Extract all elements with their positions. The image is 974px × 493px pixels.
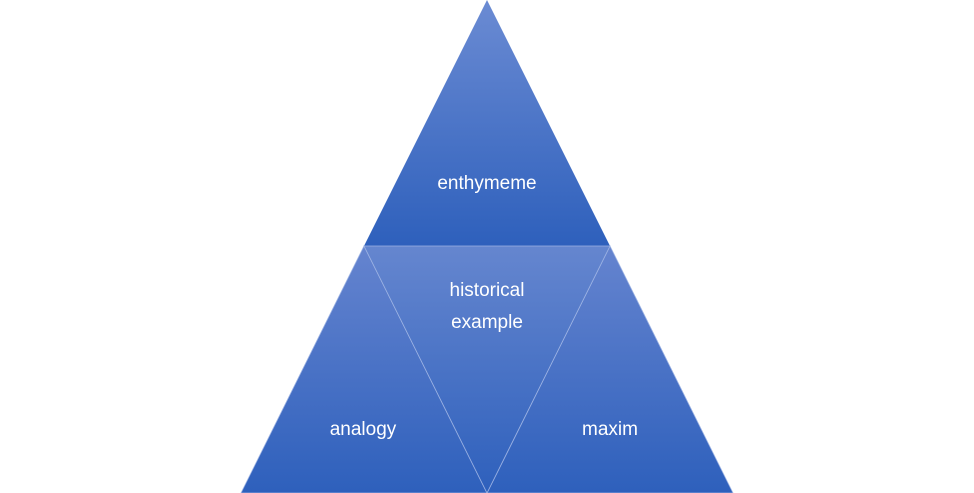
label-analogy: analogy <box>329 419 397 440</box>
segment-center <box>363 245 611 493</box>
label-enthymeme: enthymeme <box>437 173 537 194</box>
label-maxim: maxim <box>582 419 638 440</box>
segment-top <box>364 0 610 246</box>
label-historical-example: historical example <box>449 280 525 333</box>
